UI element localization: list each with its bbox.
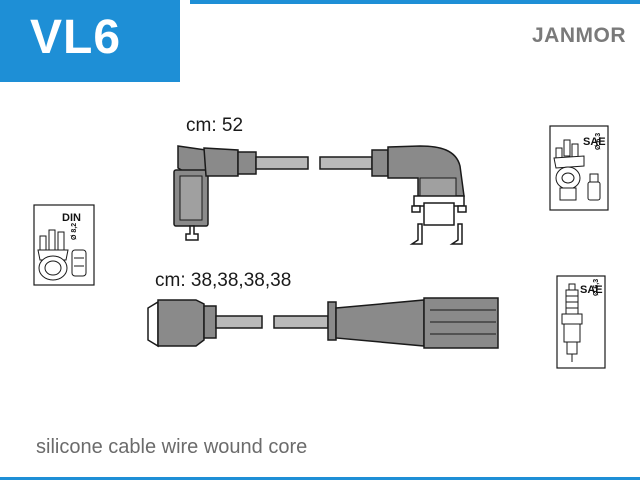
plug-lead-left-boot <box>147 299 217 348</box>
sae-coil-size: Ø 6,3 <box>595 133 602 150</box>
header-rule <box>190 0 640 4</box>
plug-lead <box>147 297 499 349</box>
plug-lead-wire-left <box>215 315 263 329</box>
din-label: DIN <box>62 212 81 224</box>
coil-lead-left-boot <box>173 145 257 241</box>
coil-lead-wire-left <box>255 156 309 170</box>
sae-plug-label: SAE <box>580 284 603 296</box>
coil-lead-wire-right <box>319 156 373 170</box>
din-connector-icon: DIN Ø 8,2 <box>33 204 95 286</box>
coil-lead-right-boot <box>371 145 467 245</box>
plug-leads-length-label: cm: 38,38,38,38 <box>155 270 292 291</box>
footer-rule <box>0 477 640 480</box>
brand-name: JANMOR <box>531 24 626 47</box>
sae-plug-connector-icon: SAE Ø 6,3 <box>556 275 606 369</box>
sae-coil-label: SAE <box>583 136 606 148</box>
plug-lead-right-boot <box>327 297 499 349</box>
coil-lead-length-label: cm: 52 <box>186 115 244 136</box>
coil-lead <box>173 145 467 245</box>
sae-coil-connector-icon: SAE Ø 6,3 <box>549 125 609 211</box>
plug-lead-wire-right <box>273 315 329 329</box>
model-badge: VL6 <box>0 0 180 82</box>
product-description: silicone cable wire wound core <box>36 436 308 458</box>
sae-plug-size: Ø 6,3 <box>593 279 600 296</box>
din-size: Ø 8,2 <box>71 223 78 240</box>
model-code: VL6 <box>30 11 122 64</box>
